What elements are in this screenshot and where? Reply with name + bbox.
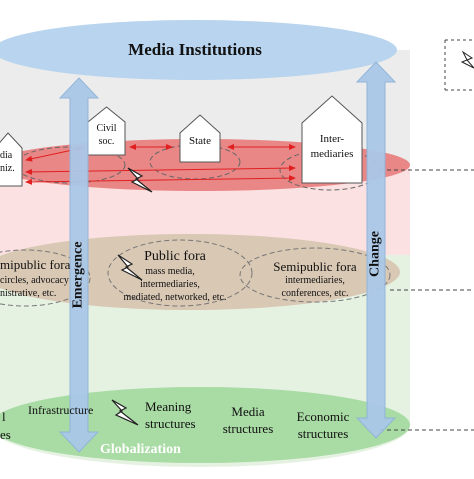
semipublic-fora-right-line1: intermediaries, [285, 275, 345, 286]
house-civil-label-1: Civil [96, 123, 117, 134]
house-intermediaries-label-2: mediaries [310, 148, 354, 160]
house-media-org [0, 132, 23, 187]
change-arrow [355, 61, 397, 439]
emergence-label: Emergence [70, 241, 86, 309]
globalization-label: Globalization [100, 442, 181, 457]
economic-structures-label-2: structures [297, 426, 349, 441]
structures-left-cut-1: l [2, 409, 6, 424]
lightning-icon [127, 167, 153, 193]
public-fora-line3: mediated, networked, etc. [123, 292, 227, 303]
emergence-arrow [58, 77, 100, 453]
lightning-icon [460, 50, 474, 69]
lightning-icon [117, 254, 143, 281]
fora-layer [0, 234, 400, 310]
media-institutions-layer [0, 20, 397, 80]
semipublic-fora-left-title: mipublic fora [0, 257, 71, 272]
forum-ellipse-right [239, 247, 391, 303]
public-fora-title: Public fora [144, 249, 206, 264]
semipublic-fora-right-line2: conferences, etc. [281, 288, 349, 299]
meaning-structures-label-1: Meaning [145, 399, 192, 414]
house-media-label-2: niz. [0, 163, 15, 174]
economic-structures-label-1: Economic [296, 409, 350, 424]
public-fora-line1: mass media, [145, 266, 195, 277]
globalization-layer [0, 387, 410, 463]
house-intermediaries [301, 95, 363, 184]
forum-ellipse-center [107, 239, 253, 307]
media-structures-label-1: Media [231, 404, 265, 419]
house-state [179, 114, 221, 163]
structures-left-cut-2: es [0, 427, 11, 442]
semipublic-fora-left-line1: circles, advocacy [0, 275, 69, 286]
house-state-label: State [189, 135, 211, 147]
infrastructure-label: Infrastructure [28, 403, 94, 417]
forum-ellipse-left [0, 249, 91, 307]
house-civil-label-2: soc. [98, 136, 115, 147]
house-media-label-1: dia [0, 150, 13, 161]
semipublic-fora-left-line2: nistrative, etc. [0, 288, 57, 299]
public-fora-line2: intermediaries, [140, 279, 200, 290]
media-structures-label-2: structures [222, 421, 274, 436]
semipublic-fora-right-title: Semipublic fora [273, 259, 357, 274]
house-intermediaries-label-1: Inter- [319, 133, 345, 145]
page-title: Media Institutions [128, 40, 262, 59]
lightning-icon [111, 399, 139, 426]
meaning-structures-label-2: structures [145, 416, 196, 431]
